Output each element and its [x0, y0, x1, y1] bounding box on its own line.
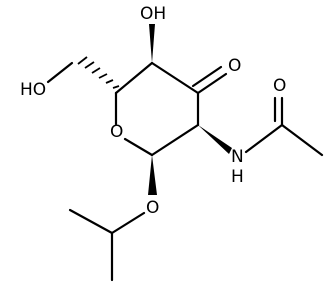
bond-c1-c2 — [150, 123, 200, 157]
glycosidic-oxygen-label: O — [146, 198, 159, 218]
wedge-c2-nitrogen — [198, 125, 232, 154]
wedge-c4-hydroxyl — [149, 24, 155, 63]
bond-isopropyl-methyl-left — [68, 208, 114, 235]
bond-oxygen-isopropyl — [110, 211, 146, 235]
bond-c3-c4 — [150, 61, 200, 95]
hashed-bond-c5-ch2 — [77, 56, 120, 89]
amide-nitrogen-label: N — [231, 147, 244, 167]
hydroxymethyl-label: HO — [20, 80, 46, 100]
c4-hydroxyl-label: OH — [140, 4, 166, 24]
ring-oxygen-label: O — [110, 122, 123, 142]
bond-c3-carbonyl-a — [196, 72, 228, 95]
bond-n-acetyl-carbon — [244, 123, 284, 154]
bond-acetyl-methyl — [280, 123, 324, 157]
amide-hydrogen-label: H — [231, 167, 244, 187]
bond-ring-oxygen-c1 — [123, 137, 154, 157]
bond-c3-carbonyl-b — [191, 65, 223, 88]
bond-ch2-hydroxyl — [46, 61, 74, 84]
wedge-c1-glycosidic-oxygen — [148, 155, 157, 195]
bond-c4-c5 — [114, 61, 154, 95]
c3-carbonyl-oxygen-label: O — [228, 56, 241, 76]
acetyl-oxygen-label: O — [273, 76, 286, 96]
